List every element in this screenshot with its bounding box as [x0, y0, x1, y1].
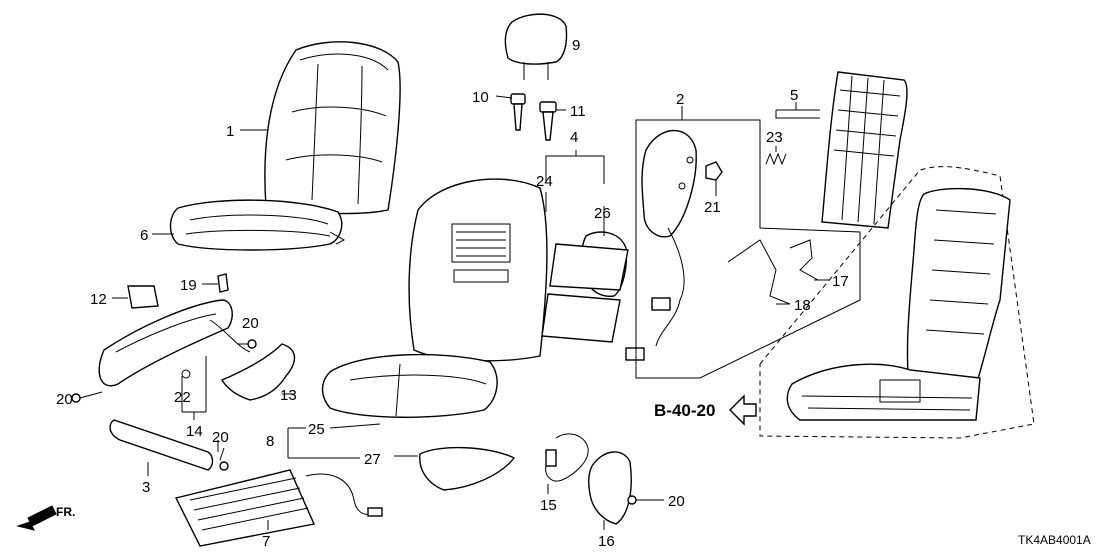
callout-11: 11 [570, 103, 586, 120]
seat-cushion-pad [321, 353, 498, 418]
callout-1: 1 [226, 123, 234, 140]
callout-10: 10 [472, 89, 489, 106]
headrest-guide-lock [539, 101, 557, 141]
cushion-sub-pad [419, 446, 516, 491]
callout-25: 25 [308, 421, 325, 438]
diagram-code: TK4AB4001A [1018, 533, 1091, 547]
side-cover-3 [109, 419, 214, 471]
callout-17: 17 [832, 273, 849, 290]
cover-part-12 [127, 285, 159, 309]
callout-21: 21 [704, 199, 721, 216]
side-cover-16 [587, 451, 632, 525]
callout-24: 24 [536, 173, 553, 190]
seat-back-cover [264, 41, 401, 215]
seat-cushion-cover [169, 199, 346, 251]
seat-back-pad [408, 178, 548, 362]
callout-7: 7 [262, 533, 270, 550]
callout-16: 16 [598, 533, 615, 550]
callout-23: 23 [766, 129, 783, 146]
front-direction-arrow-icon [16, 505, 57, 531]
lumbar-support-pad [541, 231, 629, 343]
callout-20-d: 20 [668, 493, 685, 510]
headrest [504, 13, 568, 80]
leader-lines [79, 40, 861, 530]
side-trim-assembly [98, 299, 251, 387]
side-airbag-module [625, 129, 697, 361]
headrest-guide-unlock [510, 93, 526, 131]
reference-arrow-icon [729, 394, 757, 426]
callout-20-b: 20 [56, 391, 73, 408]
spring-23 [765, 152, 787, 166]
screw-icons [71, 339, 637, 505]
cover-part-13 [220, 343, 296, 401]
callout-14: 14 [186, 423, 203, 440]
callout-12: 12 [90, 291, 107, 308]
seat-frame-assembly [759, 166, 1035, 439]
callout-27: 27 [364, 451, 381, 468]
callout-20-a: 20 [242, 315, 259, 332]
front-direction-label: FR. [56, 505, 75, 519]
callout-19: 19 [180, 277, 197, 294]
callout-26: 26 [594, 205, 611, 222]
callout-22: 22 [174, 389, 191, 406]
callout-4: 4 [570, 129, 578, 146]
section-reference: B-40-20 [654, 401, 715, 420]
harness-15 [545, 433, 589, 482]
callout-5: 5 [790, 87, 798, 104]
callout-20-c: 20 [212, 429, 229, 446]
callout-18: 18 [794, 297, 811, 314]
nut-21 [705, 161, 723, 181]
callout-3: 3 [142, 479, 150, 496]
callout-2: 2 [676, 91, 684, 108]
seat-heater [174, 469, 383, 547]
callout-13: 13 [280, 387, 297, 404]
wire-18 [727, 239, 791, 305]
seat-back-panel [821, 71, 908, 229]
callout-15: 15 [540, 497, 557, 514]
callout-8: 8 [266, 433, 274, 450]
clip-part-19 [217, 273, 229, 293]
callout-9: 9 [572, 37, 580, 54]
wire-17 [789, 239, 819, 281]
callout-6: 6 [140, 227, 148, 244]
